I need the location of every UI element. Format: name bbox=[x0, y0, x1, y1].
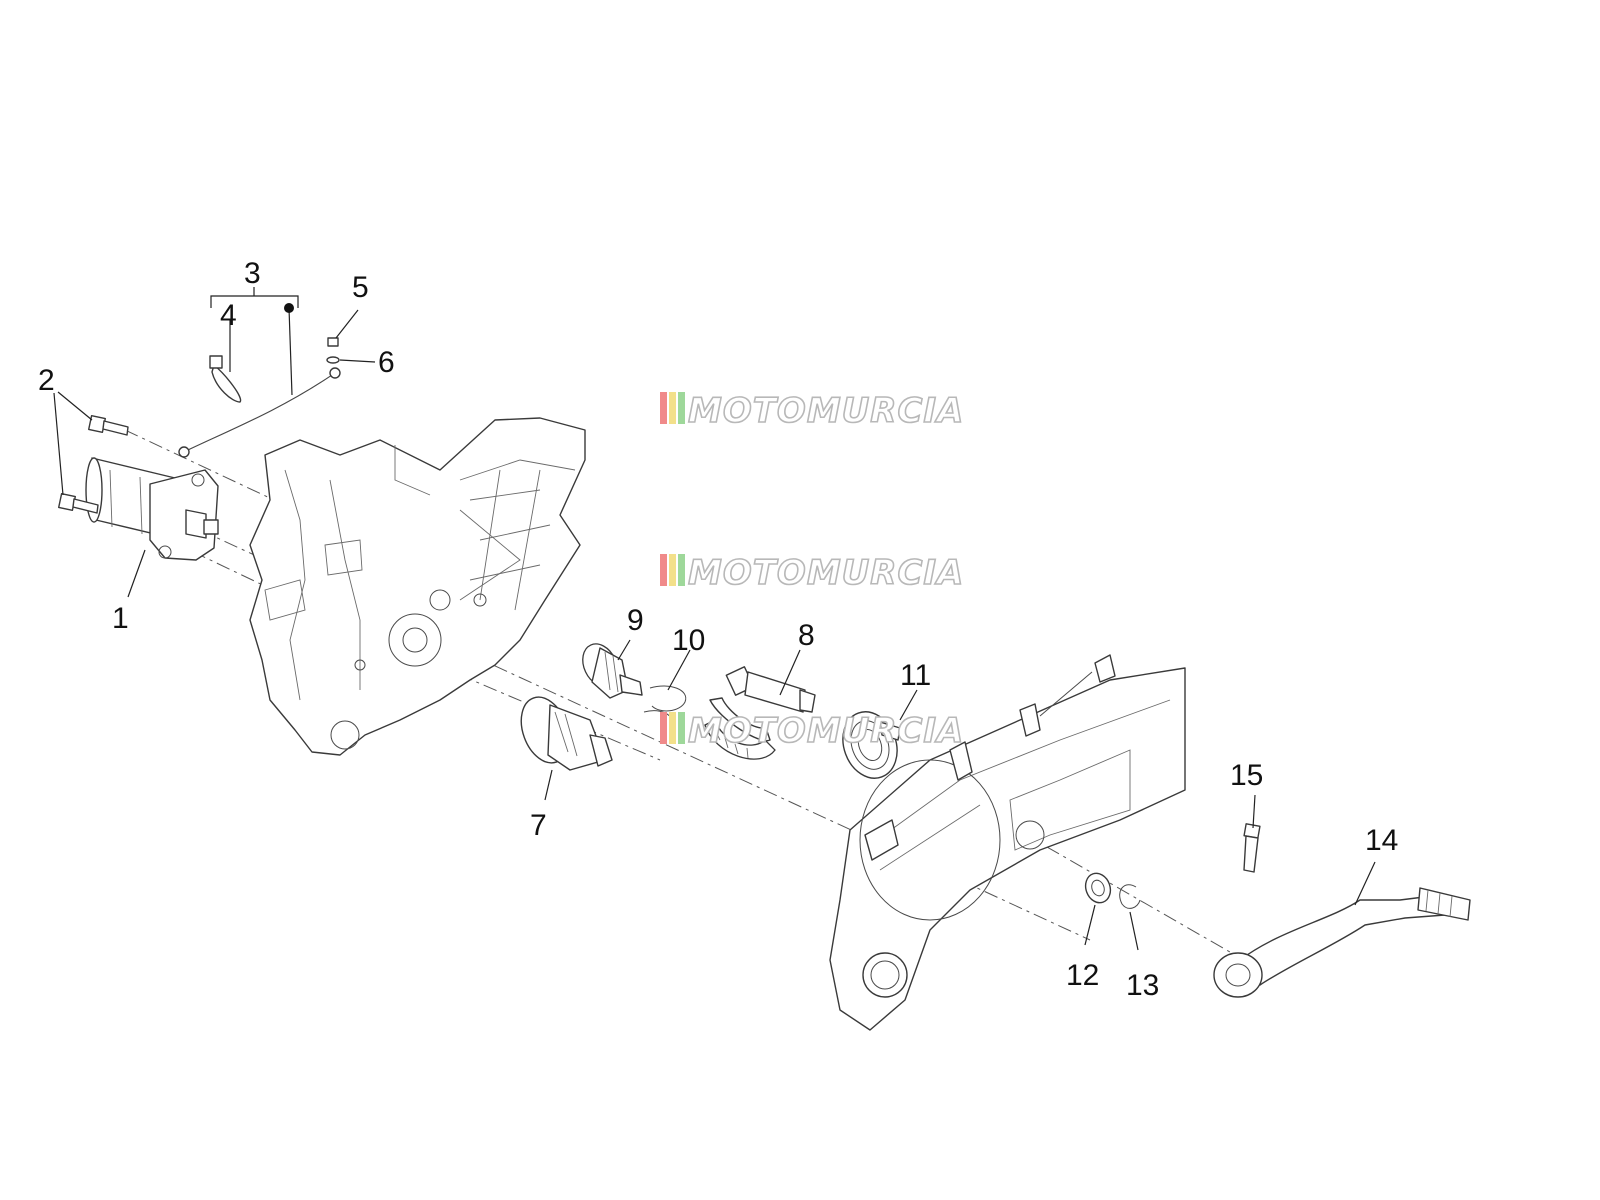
watermark-stripe-green bbox=[678, 392, 685, 424]
watermark-stripe-red bbox=[660, 712, 667, 744]
callout-8: 8 bbox=[798, 619, 815, 652]
drive-pulley bbox=[520, 696, 613, 771]
callout-6: 6 bbox=[378, 346, 395, 379]
starter-gear bbox=[582, 643, 643, 699]
watermark-stripe-yellow bbox=[669, 554, 676, 586]
callout-13: 13 bbox=[1126, 969, 1159, 1002]
washer bbox=[1084, 872, 1112, 904]
watermark-2: MOTOMURCIA bbox=[660, 552, 964, 594]
callout-labels: 1 2 3 4 5 6 7 8 9 10 11 12 13 14 15 bbox=[38, 257, 1398, 1002]
watermark-stripe-yellow bbox=[669, 392, 676, 424]
watermark-text: MOTOMURCIA bbox=[688, 391, 964, 431]
return-spring bbox=[842, 711, 901, 779]
circlip bbox=[1119, 884, 1141, 909]
callout-9: 9 bbox=[627, 604, 644, 637]
cable-clamp bbox=[209, 355, 242, 403]
callout-7: 7 bbox=[530, 809, 547, 842]
watermark-text: MOTOMURCIA bbox=[688, 711, 964, 751]
kick-lever-bolt bbox=[1243, 823, 1261, 873]
callout-11: 11 bbox=[900, 659, 931, 692]
callout-1: 1 bbox=[112, 602, 129, 635]
engine-crankcase bbox=[249, 417, 586, 756]
watermark-1: MOTOMURCIA bbox=[660, 390, 964, 432]
transmission-cover bbox=[829, 654, 1186, 1031]
leader-lines bbox=[53, 287, 1376, 951]
kickstart-lever bbox=[1213, 887, 1471, 998]
watermark-stripe-yellow bbox=[669, 712, 676, 744]
callout-14: 14 bbox=[1365, 824, 1398, 857]
watermark-stripe-green bbox=[678, 712, 685, 744]
callout-10: 10 bbox=[672, 624, 705, 657]
watermark-stripe-red bbox=[660, 554, 667, 586]
callout-12: 12 bbox=[1066, 959, 1099, 992]
screw-and-washer bbox=[326, 337, 340, 364]
callout-4: 4 bbox=[220, 299, 237, 332]
callout-15: 15 bbox=[1230, 759, 1263, 792]
callout-5: 5 bbox=[352, 271, 369, 304]
callout-2: 2 bbox=[38, 364, 55, 397]
watermark-stripe-green bbox=[678, 554, 685, 586]
watermark-stripe-red bbox=[660, 392, 667, 424]
starter-bolts bbox=[57, 414, 129, 514]
ground-cable bbox=[178, 367, 341, 458]
watermark-3: MOTOMURCIA bbox=[660, 710, 964, 752]
watermark-text: MOTOMURCIA bbox=[688, 553, 964, 593]
bullet-dot bbox=[284, 303, 294, 313]
kickstart-shaft bbox=[704, 666, 816, 760]
starter-motor bbox=[85, 457, 219, 561]
callout-3: 3 bbox=[244, 257, 261, 290]
